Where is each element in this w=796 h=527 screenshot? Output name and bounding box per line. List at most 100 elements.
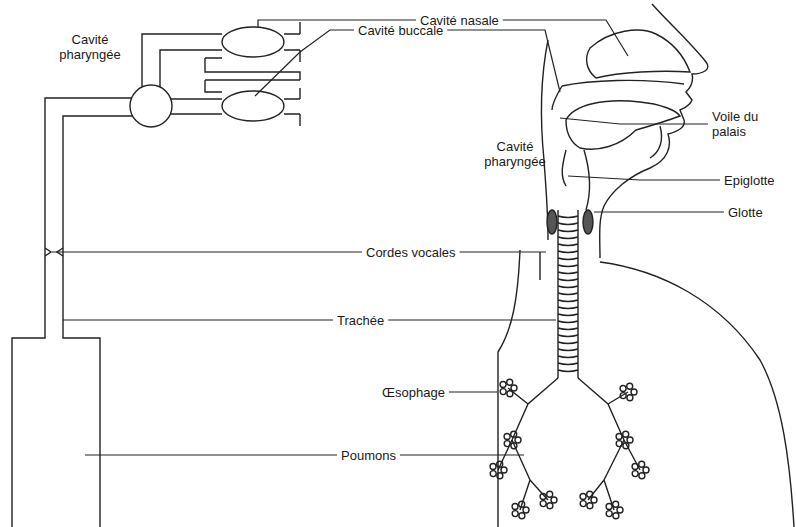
alveolus	[613, 513, 619, 519]
alveolus	[606, 504, 612, 510]
schematic-oral-chamber	[222, 91, 284, 121]
part-label: Cavité buccale	[358, 23, 443, 38]
alveolus	[606, 511, 612, 517]
larynx-front	[584, 150, 590, 210]
schematic-nasal-chamber	[222, 27, 284, 57]
trachea-ring	[558, 258, 578, 260]
part-label: Poumons	[341, 448, 396, 463]
trachea-ring	[558, 251, 578, 253]
leader-line	[460, 251, 546, 252]
vocal-fold	[547, 210, 557, 234]
part-label: Glotte	[728, 205, 763, 220]
jaw	[650, 126, 662, 158]
trachea-ring	[558, 307, 578, 309]
schematic-nasal-pipe	[142, 34, 222, 89]
leader-line	[560, 118, 708, 124]
alveoli	[490, 379, 649, 518]
alveolus	[587, 503, 593, 509]
schematic-nasal-pipe	[160, 50, 222, 88]
trachea-ring	[558, 223, 578, 225]
schematic-vocal-cord	[45, 248, 51, 256]
leader-line	[388, 319, 556, 320]
alveolus	[632, 471, 638, 477]
trachea-ring	[558, 314, 578, 316]
schematic-trachea-wall	[12, 98, 132, 527]
trachea-ring	[558, 230, 578, 232]
alveolus	[504, 441, 510, 447]
face-profile	[600, 4, 708, 258]
bronchus	[512, 378, 624, 440]
alveolus	[627, 383, 633, 389]
alveolus	[511, 385, 517, 391]
alveolus	[643, 467, 649, 473]
schematic-separator	[205, 58, 300, 80]
leader-line	[503, 20, 628, 56]
trachea-ring	[558, 293, 578, 295]
part-label: Epiglotte	[724, 173, 775, 188]
alveolus	[507, 379, 513, 385]
anatomy	[490, 4, 794, 527]
leader-line	[63, 319, 333, 320]
trachea-ring	[558, 272, 578, 274]
alveolus	[490, 464, 496, 470]
schematic-separator	[205, 58, 222, 92]
schematic-trachea-wall	[63, 116, 133, 527]
trachea-ring	[558, 335, 578, 337]
trachea-ring	[558, 244, 578, 246]
alveolus	[580, 494, 586, 500]
alveolus	[620, 393, 626, 399]
part-label: Œsophage	[382, 385, 445, 400]
alveolus	[627, 437, 633, 443]
alveolus	[512, 511, 518, 517]
alveolus	[632, 464, 638, 470]
alveolus	[547, 503, 553, 509]
leader-line	[449, 391, 497, 392]
trachea-rings	[558, 216, 578, 372]
alveolus	[504, 434, 510, 440]
alveolus	[627, 395, 633, 401]
schematic-pharynx	[130, 85, 172, 127]
part-label: Cavité pharyngée	[483, 139, 547, 169]
leader-line	[400, 454, 524, 455]
leader-line	[255, 30, 354, 96]
alveolus	[511, 431, 517, 437]
alveolus	[623, 431, 629, 437]
alveolus	[507, 391, 513, 397]
leader-line	[594, 211, 724, 212]
schematic	[12, 22, 300, 527]
alveolus	[639, 461, 645, 467]
alveolus	[551, 497, 557, 503]
alveolus	[511, 443, 517, 449]
alveolus	[620, 386, 626, 392]
alveolus	[631, 389, 637, 395]
trachea-ring	[558, 356, 578, 358]
trachea-ring	[558, 363, 578, 365]
alveolus	[501, 467, 507, 473]
part-label: Cavité pharyngée	[58, 32, 122, 62]
velum	[552, 86, 562, 110]
alveolus	[540, 501, 546, 507]
alveolus	[519, 513, 525, 519]
part-label: Cordes vocales	[366, 245, 456, 260]
leader-line	[568, 176, 720, 180]
alveolus	[519, 501, 525, 507]
trachea-ring	[558, 216, 578, 218]
trachea-ring	[558, 321, 578, 323]
trachea-ring	[558, 342, 578, 344]
trachea-ring	[558, 237, 578, 239]
trachea-ring	[558, 328, 578, 330]
trachea-ring	[558, 370, 578, 372]
alveolus	[580, 501, 586, 507]
alveolus	[617, 507, 623, 513]
bronchiole	[498, 388, 640, 510]
alveolus	[512, 504, 518, 510]
alveolus	[613, 501, 619, 507]
esophagus-wall	[539, 252, 540, 280]
nasal-cavity	[587, 30, 690, 78]
trachea-ring	[558, 286, 578, 288]
alveolus	[500, 389, 506, 395]
tongue	[566, 101, 680, 149]
trachea	[558, 210, 578, 378]
